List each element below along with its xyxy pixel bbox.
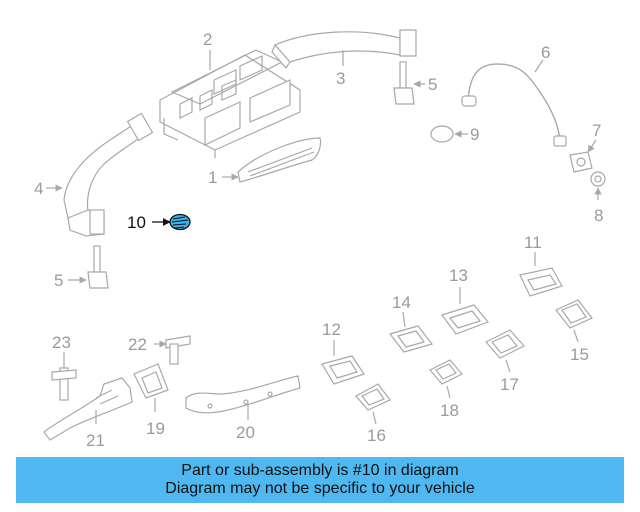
callout-16: 16 — [367, 426, 386, 445]
part-5-clip-lower — [87, 245, 109, 289]
banner-line-1: Part or sub-assembly is #10 in diagram — [181, 462, 459, 479]
part-18-bezel — [429, 359, 463, 385]
part-10-highlighted — [169, 213, 191, 231]
part-8-seal — [590, 171, 606, 187]
leader-7 — [587, 139, 597, 153]
callout-8: 8 — [594, 206, 603, 225]
part-13-vent — [441, 304, 489, 335]
part-6-aspirator-hose — [461, 63, 567, 147]
callout-7: 7 — [592, 121, 601, 140]
callout-4: 4 — [34, 179, 43, 198]
part-17-bezel — [485, 329, 525, 359]
callout-22: 22 — [128, 335, 147, 354]
part-5-clip-upper — [393, 61, 415, 105]
callout-17: 17 — [500, 375, 519, 394]
part-7-sensor — [569, 151, 593, 173]
leader-16 — [372, 411, 377, 425]
callout-3: 3 — [336, 69, 345, 88]
callout-5b: 5 — [54, 271, 63, 290]
part-9-grommet — [430, 125, 454, 143]
leader-17 — [505, 359, 511, 373]
info-banner: Part or sub-assembly is #10 in diagram D… — [16, 457, 624, 503]
callout-1: 1 — [208, 168, 217, 187]
part-23-pin — [51, 367, 77, 401]
part-3-upper-duct — [271, 29, 417, 69]
part-22-clip — [165, 335, 191, 365]
callout-6: 6 — [541, 43, 550, 62]
callout-11: 11 — [524, 233, 542, 252]
part-11-vent — [519, 267, 563, 297]
part-14-vent — [388, 325, 434, 353]
leader-15 — [573, 329, 579, 343]
callout-21: 21 — [86, 431, 105, 450]
callout-19: 19 — [146, 419, 165, 438]
callout-23: 23 — [52, 333, 71, 352]
callout-15: 15 — [570, 345, 589, 364]
leader-18 — [446, 385, 451, 399]
part-12-vent — [321, 355, 365, 385]
part-2-center-duct — [159, 49, 301, 158]
callout-12: 12 — [322, 320, 341, 339]
callout-20: 20 — [236, 423, 255, 442]
callout-2: 2 — [203, 30, 212, 49]
part-21-lower-duct — [43, 377, 133, 441]
leader-14 — [402, 311, 406, 328]
banner-line-2: Diagram may not be specific to your vehi… — [165, 480, 475, 497]
callout-18: 18 — [440, 401, 459, 420]
leader-6 — [534, 59, 544, 73]
part-20-rear-duct — [185, 375, 301, 414]
part-1-defroster-grille — [237, 137, 322, 183]
callout-10: 10 — [127, 213, 146, 232]
part-4-side-duct — [63, 112, 154, 237]
callout-9: 9 — [470, 125, 479, 144]
callout-13: 13 — [449, 266, 468, 285]
callout-14: 14 — [392, 293, 411, 312]
part-19-bracket — [133, 363, 169, 399]
callout-5a: 5 — [428, 75, 437, 94]
part-15-bezel — [555, 299, 593, 329]
part-16-bezel — [355, 383, 391, 411]
